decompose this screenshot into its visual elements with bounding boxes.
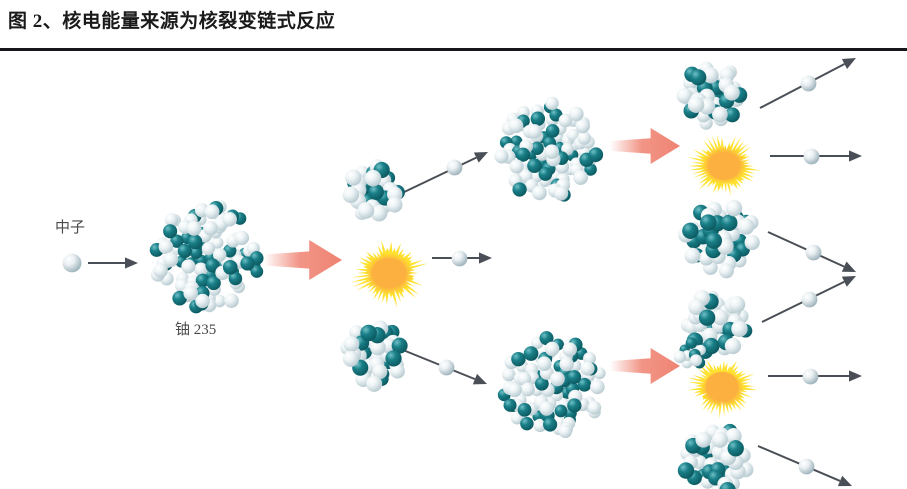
neutron-path-arrow: [382, 332, 503, 400]
fission-transition-arrow: [610, 348, 680, 384]
neutron-particle: [802, 368, 819, 385]
nucleus-cluster: [497, 330, 609, 442]
neutron-particle: [805, 244, 822, 261]
fission-energy-burst: [348, 232, 430, 314]
title-divider: [0, 48, 907, 51]
neutron-label: 中子: [55, 220, 86, 236]
neutron-particle: [438, 359, 455, 376]
nucleus-cluster: [678, 196, 762, 280]
neutron-particle: [446, 159, 463, 176]
neutron-path-arrow: [742, 430, 868, 489]
fission-transition-arrow: [610, 128, 680, 164]
neutron-particle: [798, 458, 815, 475]
page-title: 图 2、核电能量来源为核裂变链式反应: [8, 11, 336, 32]
diagram-canvas: 中子铀 235: [0, 51, 907, 489]
nucleus-cluster: [676, 420, 756, 489]
neutron-particle: [451, 250, 468, 267]
neutron-path-arrow: [384, 136, 504, 210]
nucleus-cluster: [493, 96, 604, 206]
fission-transition-arrow: [264, 240, 342, 280]
neutron-path-arrow: [752, 216, 872, 288]
nucleus-cluster: [148, 198, 266, 316]
nucleus-cluster: [676, 58, 750, 132]
nucleus-cluster: [340, 158, 406, 224]
neutron-particle: [801, 291, 818, 308]
source-neutron: [62, 253, 82, 273]
uranium-label: 铀 235: [175, 322, 217, 338]
neutron-path-arrow: [72, 247, 154, 279]
neutron-particle: [800, 75, 817, 92]
nucleus-cluster: [673, 336, 710, 372]
fission-energy-burst: [686, 128, 762, 204]
nucleus-cluster: [338, 318, 412, 392]
fission-energy-burst: [684, 348, 760, 424]
neutron-particle: [803, 148, 820, 165]
